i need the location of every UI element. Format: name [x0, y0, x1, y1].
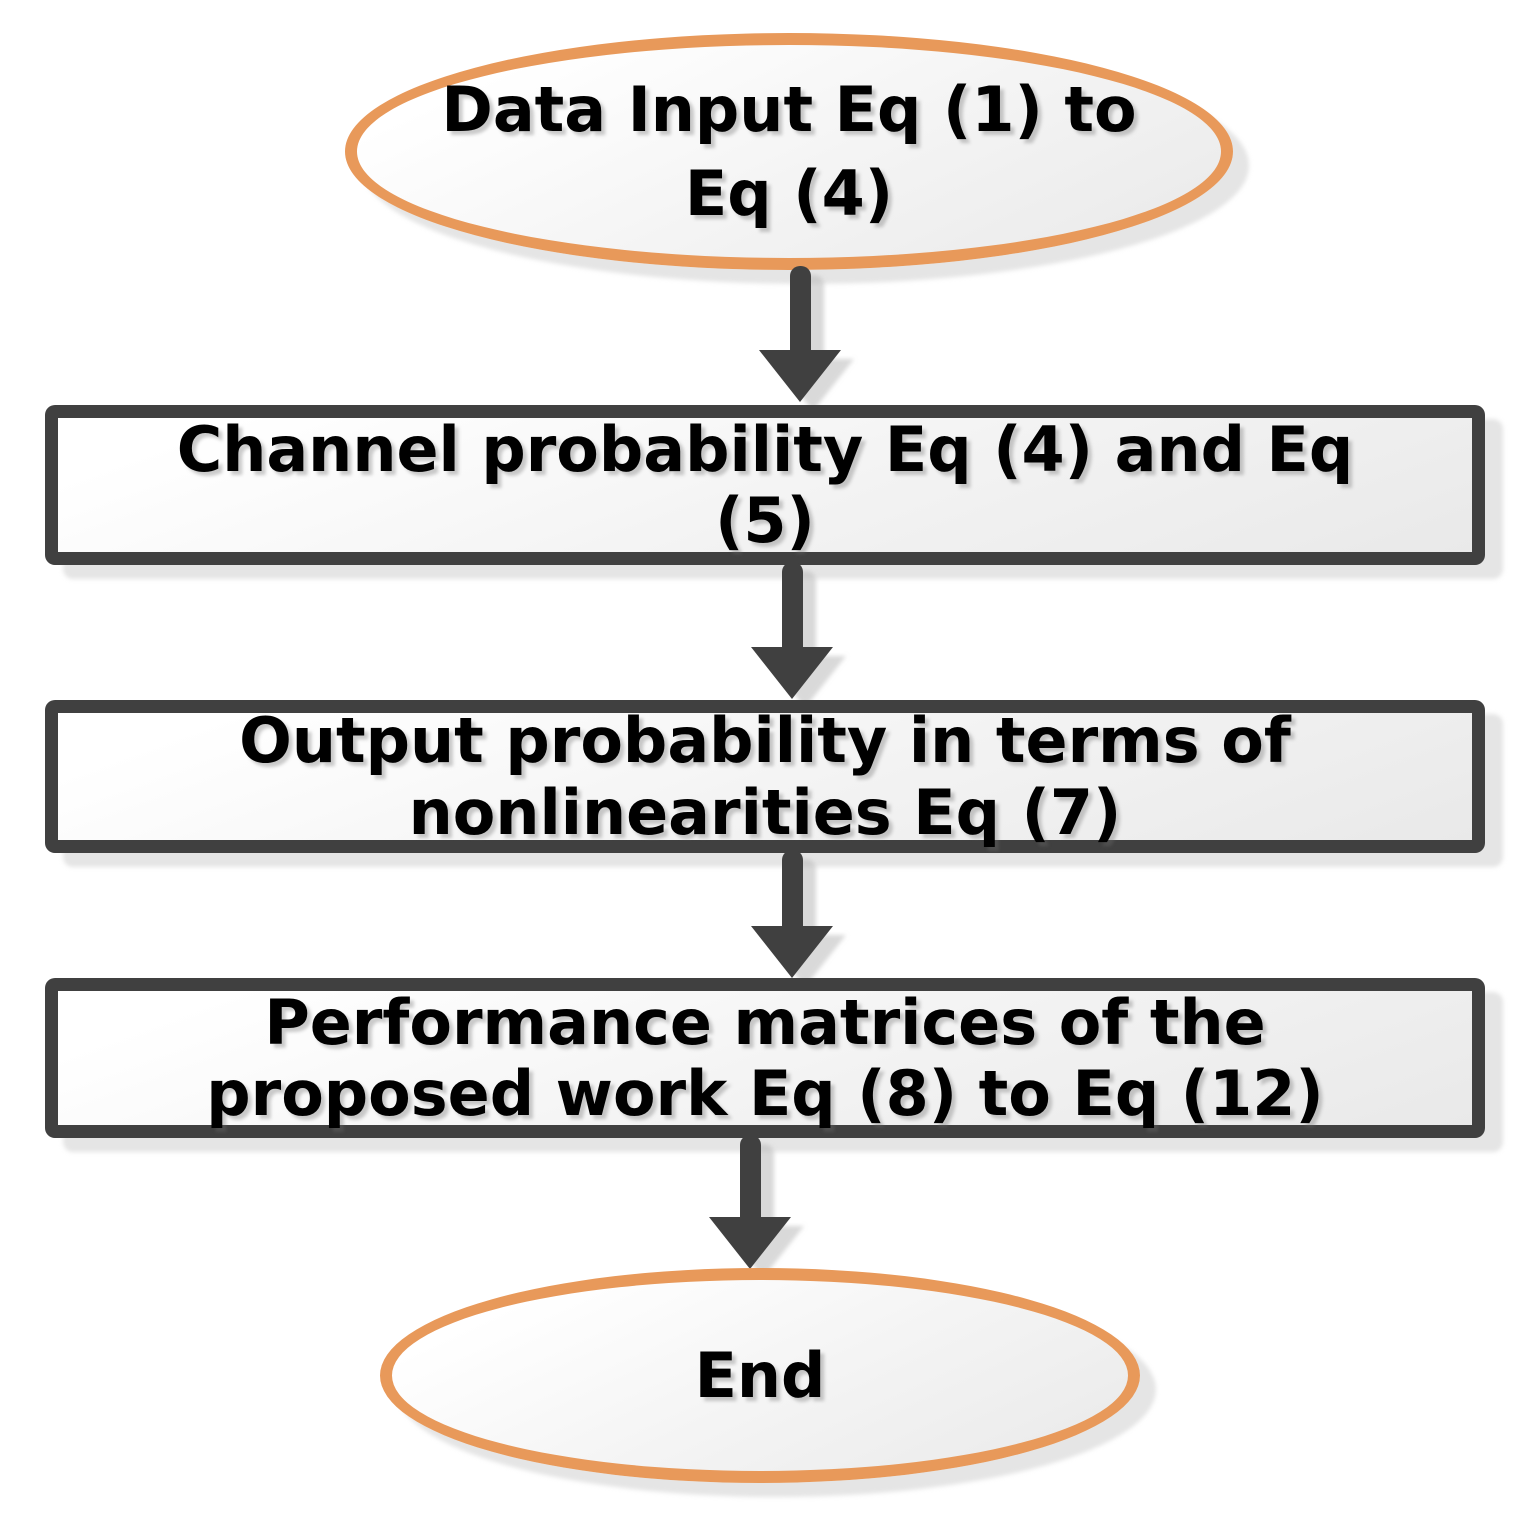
node-output-probability-label: Output probability in terms of nonlinear…: [239, 704, 1291, 849]
node-performance-matrices-label: Performance matrices of the proposed wor…: [206, 985, 1324, 1130]
flow-arrow-channel-to-output: [751, 562, 833, 699]
arrow-head-icon: [751, 926, 833, 978]
arrow-head-icon: [709, 1217, 791, 1269]
flowchart-node-performance-matrices: Performance matrices of the proposed wor…: [45, 978, 1485, 1138]
flowchart-node-output-probability: Output probability in terms of nonlinear…: [45, 700, 1485, 853]
flow-arrow-start-to-channel: [759, 266, 841, 402]
arrow-head-icon: [751, 647, 833, 699]
flowchart-node-end: End: [380, 1268, 1140, 1483]
arrow-shaft: [789, 266, 811, 350]
flow-arrow-output-to-performance: [751, 850, 833, 978]
node-channel-probability-label: Channel probability Eq (4) and Eq (5): [176, 412, 1354, 557]
arrow-shaft: [781, 562, 803, 647]
node-start-label: Data Input Eq (1) to Eq (4): [441, 72, 1137, 230]
arrow-shaft: [781, 850, 803, 926]
flowchart-node-channel-probability: Channel probability Eq (4) and Eq (5): [45, 405, 1485, 565]
flow-arrow-performance-to-end: [709, 1135, 791, 1269]
flowchart-node-start: Data Input Eq (1) to Eq (4): [345, 33, 1233, 270]
arrow-head-icon: [759, 350, 841, 402]
arrow-shaft: [739, 1135, 761, 1217]
node-end-label: End: [694, 1338, 826, 1412]
